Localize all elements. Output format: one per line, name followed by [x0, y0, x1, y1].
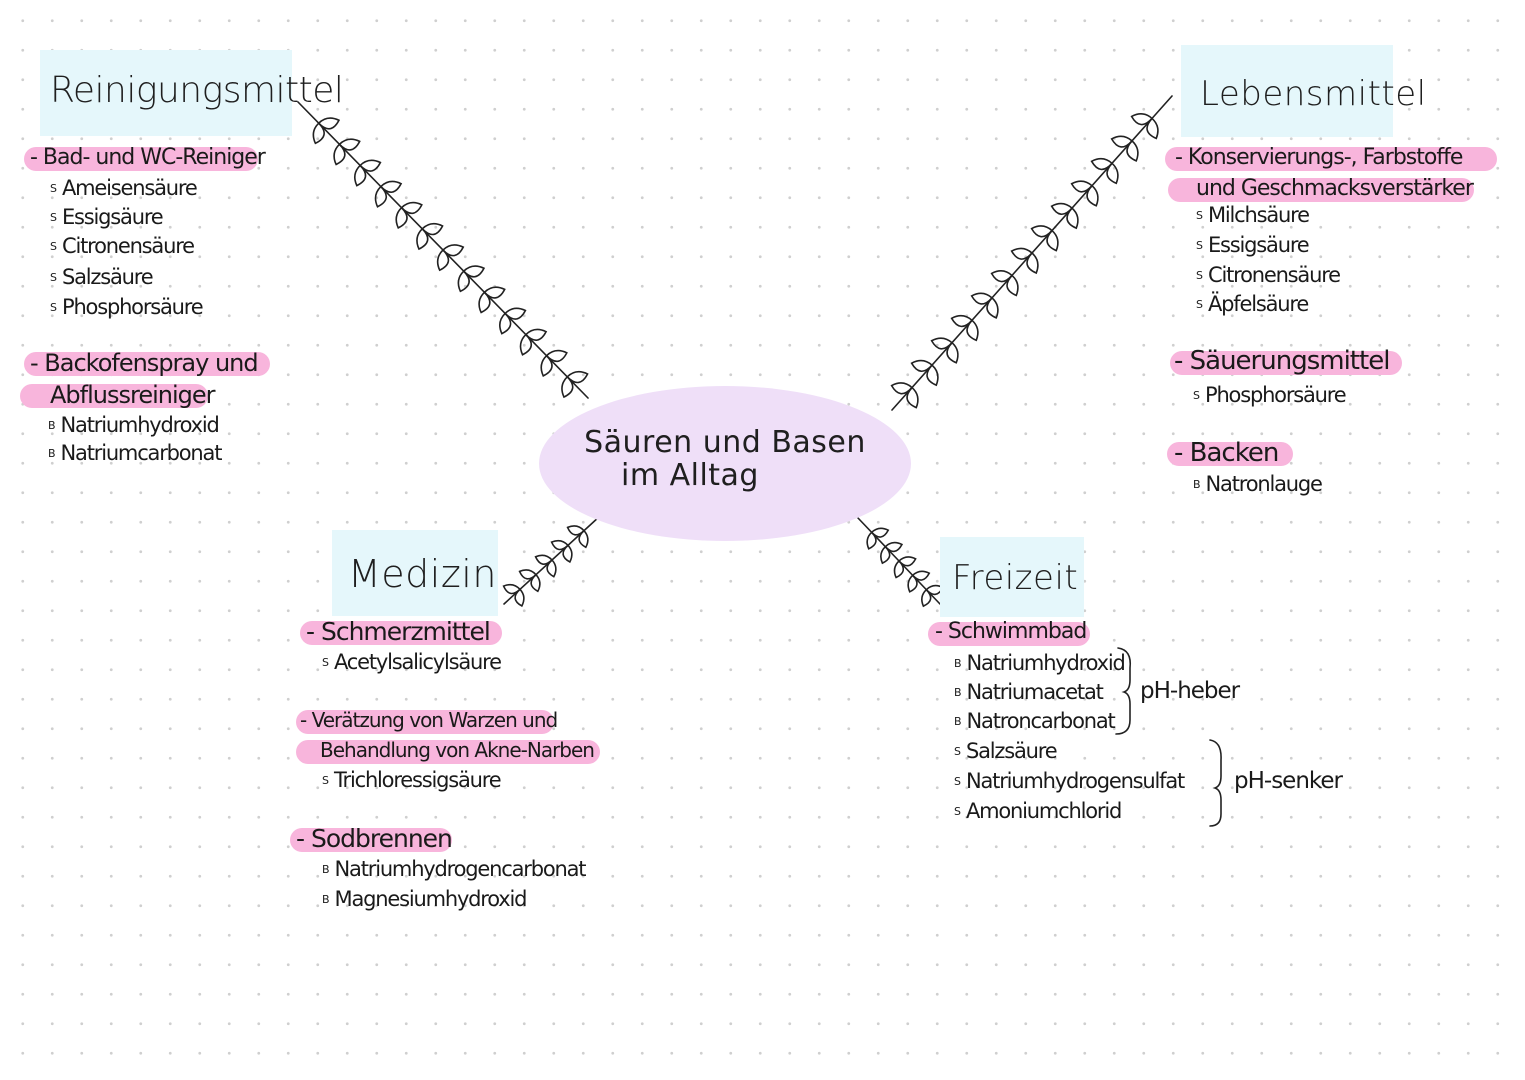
group-heading: - Verätzung von Warzen und	[300, 708, 557, 732]
center-title-line2: im Alltag	[575, 458, 805, 493]
group-heading: - Schwimmbad	[935, 619, 1086, 644]
brace-icon	[1210, 740, 1221, 826]
brace-label-ph-heber: pH-heber	[1140, 678, 1239, 704]
vine-branch-icon	[298, 102, 588, 398]
group-heading: - Konservierungs-, Farbstoffe	[1175, 145, 1462, 170]
brace-label-ph-senker: pH-senker	[1234, 768, 1342, 794]
lebensmittel-title: Lebensmittel	[1200, 74, 1427, 114]
group-heading: - Schmerzmittel	[306, 617, 490, 646]
group-heading: - Backofenspray und	[30, 349, 258, 377]
medizin-title: Medizin	[348, 552, 497, 596]
group-heading: - Sodbrennen	[296, 824, 452, 853]
group-heading: Abflussreiniger	[50, 381, 215, 409]
group-heading: und Geschmacksverstärker	[1196, 176, 1473, 201]
freizeit-title: Freizeit	[952, 558, 1078, 598]
vine-branch-icon	[892, 96, 1172, 410]
reinigungsmittel-title: Reinigungsmittel	[50, 70, 343, 111]
group-heading: - Säuerungsmittel	[1174, 346, 1389, 376]
center-title-line1: Säuren und Basen	[575, 425, 875, 460]
group-heading: - Bad- und WC-Reiniger	[30, 145, 265, 170]
vine-branch-icon	[504, 516, 600, 606]
group-heading: Behandlung von Akne-Narben	[320, 738, 594, 762]
group-heading: - Backen	[1174, 438, 1278, 468]
vine-branch-icon	[858, 518, 943, 606]
